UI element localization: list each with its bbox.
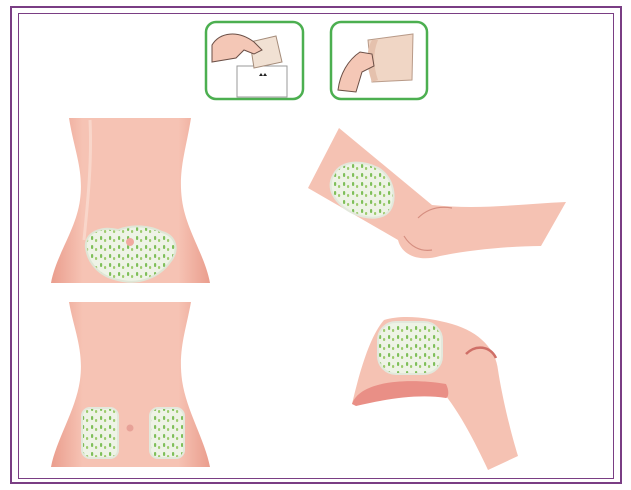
step-2-peel-backing [331,22,427,99]
lower-abdomen-side-placement [51,302,210,467]
arm-placement [308,128,566,258]
knee-placement [352,317,518,470]
abdomen-center-placement [51,118,210,283]
step-1-open-package [206,22,303,99]
